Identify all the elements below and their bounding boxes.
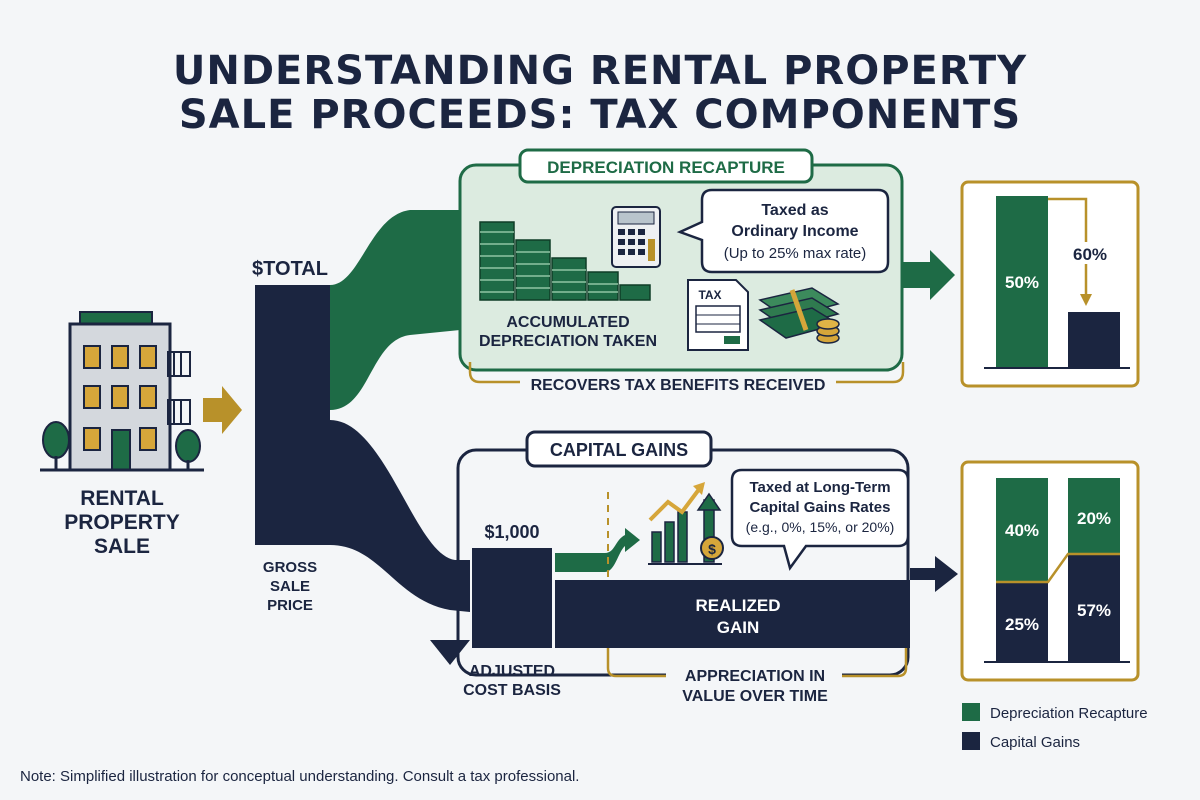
legend-label-depreciation: Depreciation Recapture bbox=[990, 705, 1148, 722]
depreciation-heading-box bbox=[518, 148, 814, 184]
tax-form-label: TAX bbox=[698, 288, 721, 302]
top-bar1-label: 50% bbox=[1005, 273, 1039, 292]
bottom-right-top-bar bbox=[1068, 478, 1120, 554]
gain-flow-arrow-icon bbox=[555, 528, 640, 572]
capital-gains-heading-box bbox=[525, 430, 713, 468]
title-line-1: UNDERSTANDING RENTAL PROPERTY bbox=[172, 48, 1028, 94]
property-label-line-1: RENTAL bbox=[80, 487, 164, 510]
cg-bubble-line-3: (e.g., 0%, 15%, or 20%) bbox=[746, 519, 895, 535]
svg-text:$: $ bbox=[708, 541, 716, 557]
depreciation-label-line-1: ACCUMULATED bbox=[506, 314, 629, 331]
cash-and-coins-icon bbox=[758, 287, 840, 344]
calculator-icon bbox=[611, 206, 661, 268]
arrow-to-gross-icon bbox=[203, 386, 242, 434]
gross-label-line-3: PRICE bbox=[267, 597, 313, 614]
depreciation-heading: DEPRECIATION RECAPTURE bbox=[547, 158, 785, 177]
realized-line-2: GAIN bbox=[717, 618, 760, 637]
bottom-left-bottom-label: 25% bbox=[1005, 615, 1039, 634]
money-stacks-icon bbox=[479, 221, 651, 301]
capital-gains-heading: CAPITAL GAINS bbox=[550, 440, 688, 460]
depreciation-label-line-2: DEPRECIATION TAKEN bbox=[479, 333, 657, 350]
ordinary-income-bubble bbox=[676, 188, 890, 274]
growth-chart-icon: $ bbox=[648, 482, 724, 565]
gross-amount: $TOTAL bbox=[252, 258, 328, 280]
cost-basis-label-line-2: COST BASIS bbox=[463, 682, 561, 699]
recovers-caption: RECOVERS TAX BENEFITS RECEIVED bbox=[531, 377, 826, 394]
realized-line-1: REALIZED bbox=[696, 596, 781, 615]
bottom-left-bottom-bar bbox=[996, 582, 1048, 662]
ordinary-bubble-line-1: Taxed as bbox=[761, 202, 828, 219]
realized-gain-bar bbox=[555, 580, 910, 648]
property-label-line-3: SALE bbox=[94, 535, 150, 558]
cost-basis-label-line-1: ADJUSTED bbox=[469, 663, 555, 680]
cost-basis-block bbox=[472, 548, 552, 648]
gross-sale-column bbox=[255, 285, 330, 545]
bottom-right-bottom-bar bbox=[1068, 554, 1120, 662]
arrow-to-top-chart-icon bbox=[903, 250, 955, 300]
basis-arrow-icon bbox=[430, 640, 470, 665]
building-icon bbox=[40, 311, 204, 472]
appreciation-line-2: VALUE OVER TIME bbox=[682, 688, 828, 705]
cg-bubble-line-1: Taxed at Long-Term bbox=[749, 479, 890, 496]
ordinary-bubble-line-3: (Up to 25% max rate) bbox=[724, 245, 867, 262]
bottom-left-top-bar bbox=[996, 478, 1048, 582]
tax-form-icon bbox=[687, 279, 749, 351]
property-label-line-2: PROPERTY bbox=[64, 511, 180, 534]
ordinary-bubble-line-2: Ordinary Income bbox=[731, 223, 858, 240]
arrow-to-bottom-chart-icon bbox=[910, 556, 958, 592]
title-line-2: SALE PROCEEDS: TAX COMPONENTS bbox=[178, 92, 1022, 138]
depreciation-flow bbox=[330, 210, 460, 410]
top-chart-arrow-icon bbox=[1080, 294, 1092, 306]
bottom-left-top-label: 40% bbox=[1005, 521, 1039, 540]
bottom-right-top-label: 20% bbox=[1077, 509, 1111, 528]
basis-flow bbox=[330, 420, 470, 612]
top-bar2-label: 60% bbox=[1073, 245, 1107, 264]
gross-label-line-2: SALE bbox=[270, 578, 310, 595]
footnote: Note: Simplified illustration for concep… bbox=[20, 768, 579, 785]
legend-label-capital-gains: Capital Gains bbox=[990, 734, 1080, 751]
cg-bubble-line-2: Capital Gains Rates bbox=[750, 499, 891, 516]
capital-gains-bubble bbox=[730, 468, 910, 571]
legend-swatch-depreciation bbox=[962, 703, 980, 721]
appreciation-line-1: APPRECIATION IN bbox=[685, 668, 825, 685]
top-bar-depreciation bbox=[996, 196, 1048, 368]
gross-label-line-1: GROSS bbox=[263, 559, 317, 576]
legend-swatch-capital-gains bbox=[962, 732, 980, 750]
bottom-right-bottom-label: 57% bbox=[1077, 601, 1111, 620]
cost-basis-amount: $1,000 bbox=[484, 522, 539, 542]
bottom-chart-divider bbox=[996, 552, 1120, 584]
top-bar-capital-gains bbox=[1068, 312, 1120, 368]
